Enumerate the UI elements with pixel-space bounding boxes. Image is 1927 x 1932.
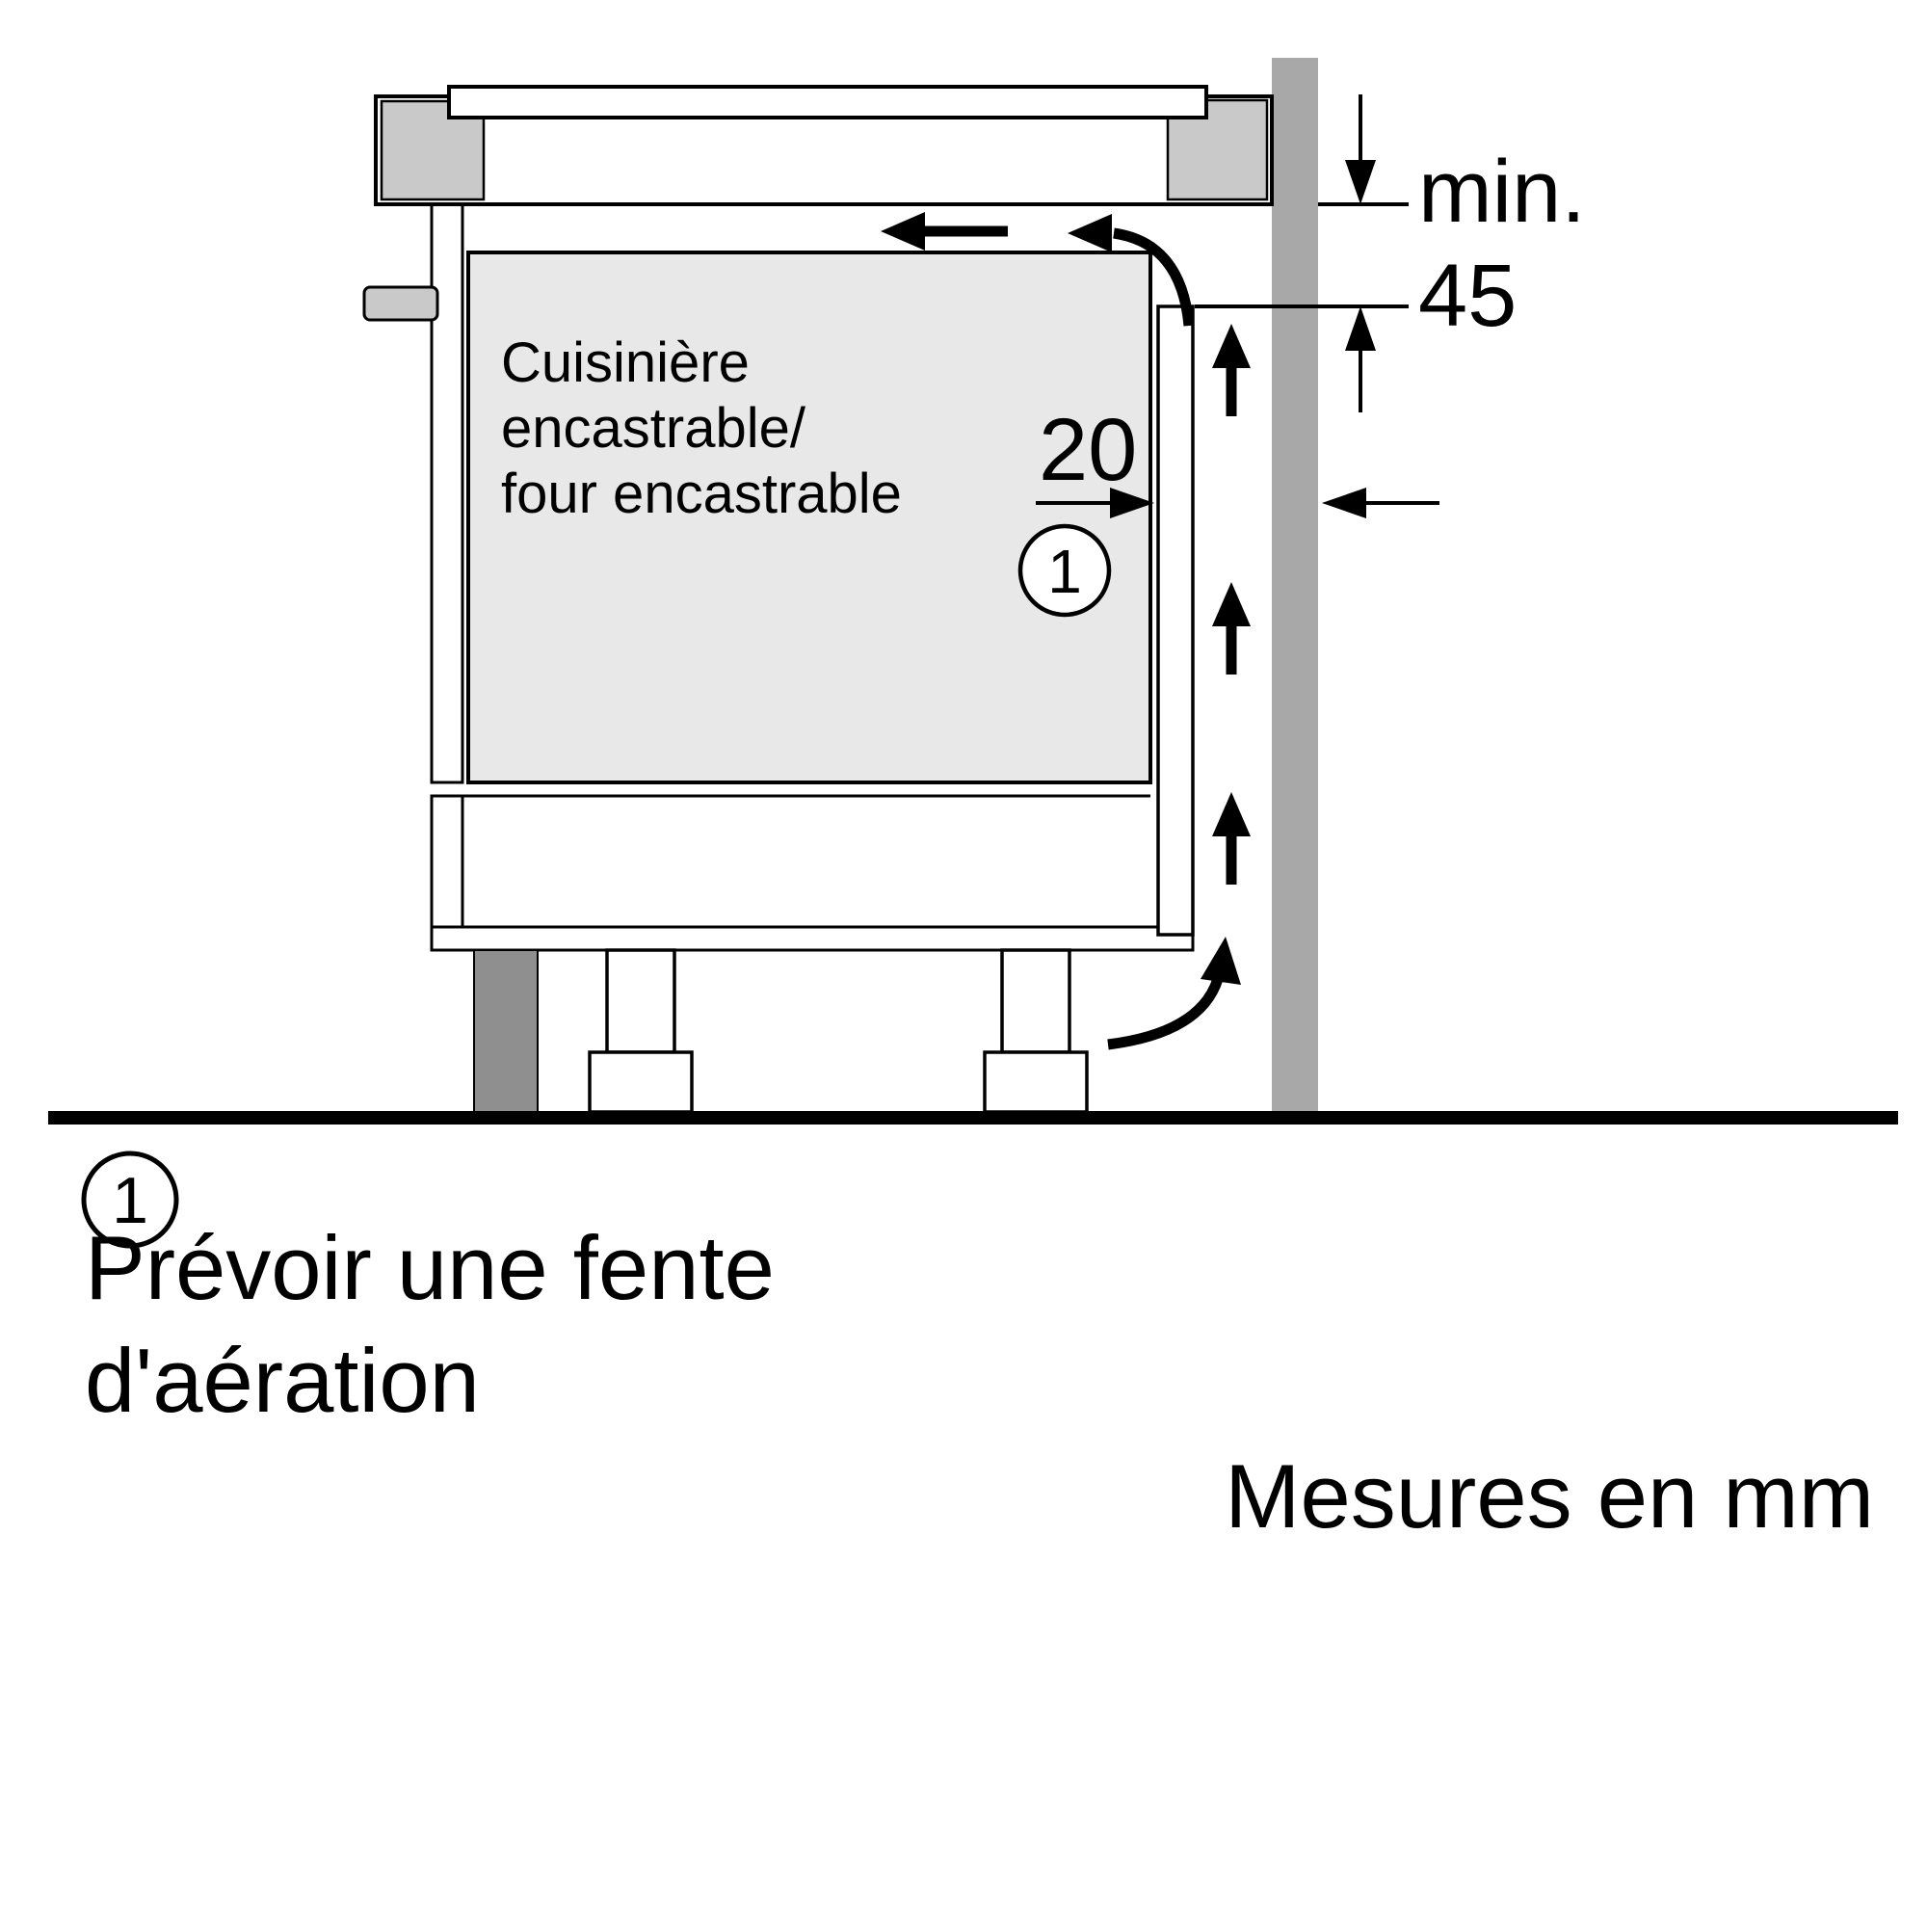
dim-min45-value: 45: [1418, 247, 1517, 345]
airflow-top-curved-arrow-head: [1068, 214, 1112, 252]
airflow-up-arrow-3-head: [1212, 792, 1251, 836]
airflow-bottom-curved-arrow-shaft: [1107, 977, 1224, 1050]
vent-channel-panel: [1156, 304, 1195, 937]
airflow-up-arrow-2-head: [1212, 582, 1251, 626]
callout-1-circle: [1017, 523, 1112, 618]
dim-min45-label: min.: [1418, 143, 1586, 241]
oven-label-line3: four encastrable: [501, 463, 902, 525]
cabinet-foot-right: [983, 1050, 1089, 1114]
cabinet-leg-left: [605, 948, 676, 1054]
oven-label-line2: encastrable/: [501, 397, 806, 460]
legend-note-line1: Prévoir une fente: [85, 1217, 775, 1318]
airflow-top-curved-arrow-shaft: [1113, 227, 1195, 327]
callout-1-number: 1: [1047, 537, 1082, 606]
measurement-units-note: Mesures en mm: [1225, 1445, 1874, 1547]
legend-marker-number: 1: [112, 1164, 148, 1237]
cabinet-foot-left: [588, 1050, 694, 1114]
airflow-left-arrow-head: [881, 212, 925, 251]
oven-handle: [362, 285, 439, 322]
legend-marker-circle: [81, 1151, 179, 1249]
dim-20-value: 20: [1039, 401, 1137, 499]
hob-glass: [447, 85, 1208, 119]
cabinet-leg-right: [1000, 948, 1071, 1054]
wall: [1272, 58, 1318, 1113]
floor-line: [48, 1111, 1898, 1125]
oven-body: [466, 251, 1152, 784]
dim-20-right-head: [1322, 488, 1366, 518]
plinth-block: [473, 949, 539, 1113]
dim-min45-arrow-down-head: [1345, 160, 1376, 204]
airflow-bottom-curved-arrow-head: [1201, 937, 1241, 985]
dim-min45-arrow-up-head: [1345, 306, 1376, 351]
airflow-up-arrow-1-head: [1212, 324, 1251, 368]
dim-20-left-head: [1110, 488, 1154, 518]
cabinet-bottom-board: [430, 925, 1195, 952]
oven-label-line1: Cuisinière: [501, 331, 750, 394]
legend-note-line2: d'aération: [85, 1330, 480, 1431]
